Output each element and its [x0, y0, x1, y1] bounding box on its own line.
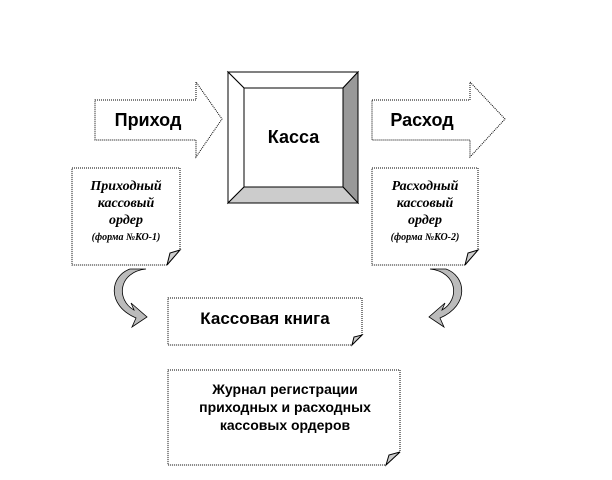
income-arrow-shape — [94, 80, 223, 159]
journal-shape — [167, 369, 401, 467]
journal-label: Журнал регистрации приходных и расходных… — [199, 381, 371, 433]
income-order-form: (форма №КО-1) — [91, 232, 161, 243]
income-order-line2: кассовый — [97, 196, 155, 211]
expense-order-line3: ордер — [408, 213, 442, 228]
left-curved-arrow-icon — [113, 268, 148, 329]
expense-arrow-shape — [371, 80, 506, 159]
cash-box-shape — [226, 70, 360, 205]
expense-order-line2: кассовый — [396, 196, 454, 211]
cash-box-label: Касса — [267, 127, 320, 147]
income-order-doc-shape — [71, 167, 182, 266]
expense-order-form: (форма №КО-2) — [390, 232, 460, 243]
expense-order-label: Расходный кассовый ордер (форма №КО-2) — [372, 170, 478, 254]
income-order-label: Приходный кассовый ордер (форма №КО-1) — [72, 170, 180, 254]
cash-book-shape — [167, 297, 364, 347]
expense-arrow-label: Расход — [390, 109, 454, 130]
income-arrow-label: Приход — [114, 109, 182, 130]
income-order-line3: ордер — [109, 213, 143, 228]
expense-order-doc-shape — [371, 167, 480, 266]
expense-order-line1: Расходный — [391, 179, 459, 194]
right-curved-arrow-icon — [428, 268, 463, 329]
income-order-line1: Приходный — [90, 179, 162, 194]
cash-book-label: Кассовая книга — [200, 309, 330, 328]
